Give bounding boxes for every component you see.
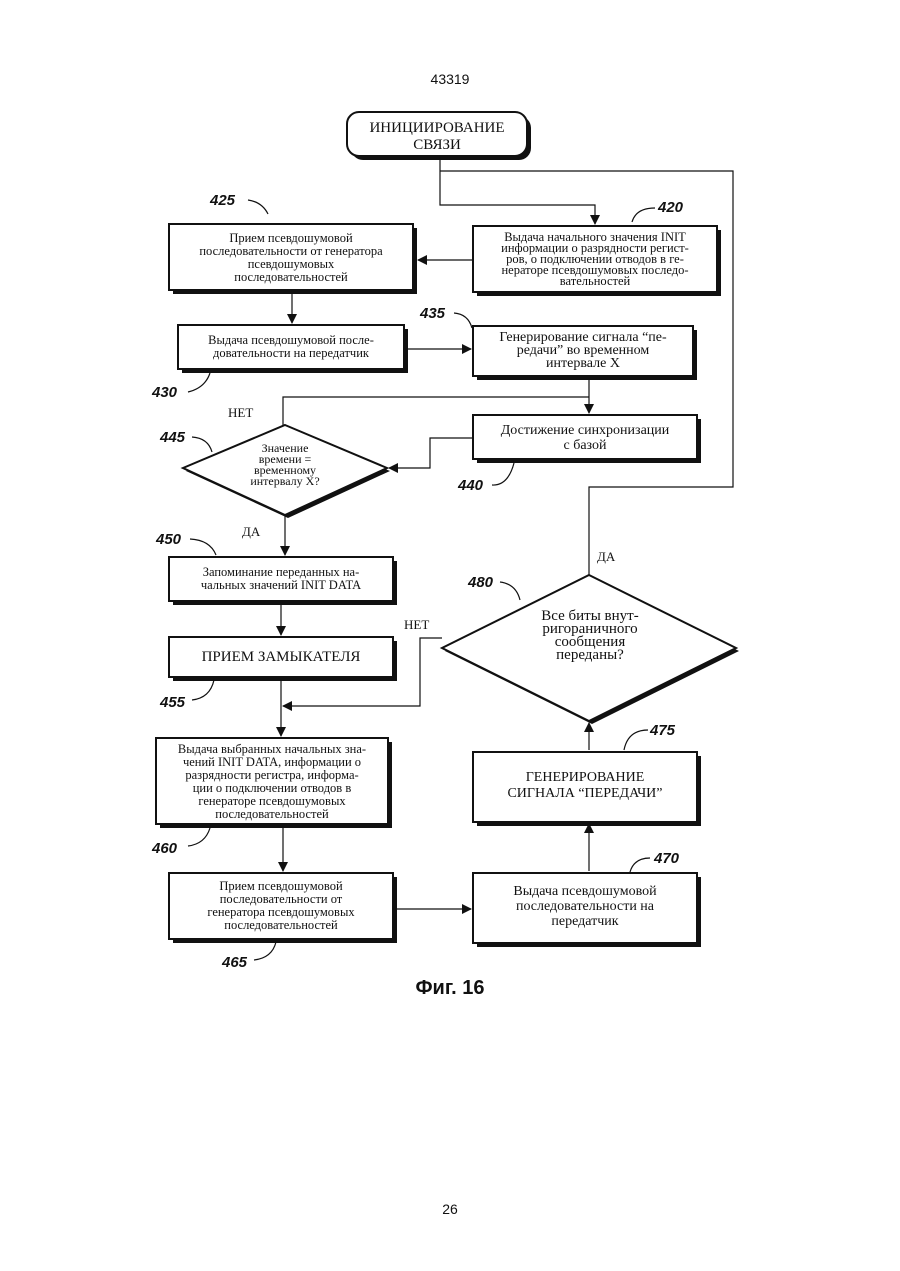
decision-445-text: Значениевремени =временномуинтервалу X? xyxy=(215,443,355,487)
box-475-text: ГЕНЕРИРОВАНИЕСИГНАЛА “ПЕРЕДАЧИ” xyxy=(473,770,697,802)
leader-425 xyxy=(248,200,268,214)
leader-450 xyxy=(190,539,216,555)
box-430-text: Выдача псевдошумовой после-довательности… xyxy=(178,334,404,360)
leader-455 xyxy=(192,680,214,700)
box-420-text: Выдача начального значения INITинформаци… xyxy=(473,232,717,287)
leader-420 xyxy=(632,208,655,222)
box-460-text: Выдача выбранных начальных зна-чений INI… xyxy=(156,743,388,821)
ref-450: 450 xyxy=(156,531,181,548)
ref-430: 430 xyxy=(152,384,177,401)
ref-435: 435 xyxy=(420,305,445,322)
label-480-yes: ДА xyxy=(597,549,615,565)
label-445-yes: ДА xyxy=(242,524,260,540)
box-465-text: Прием псевдошумовойпоследовательности от… xyxy=(169,880,393,932)
leader-475 xyxy=(624,730,648,750)
label-480-no: НЕТ xyxy=(404,617,429,633)
ref-465: 465 xyxy=(222,954,247,971)
label-445-no: НЕТ xyxy=(228,405,253,421)
decision-480-text: Все биты внут-ригораничногосообщенияпере… xyxy=(510,610,670,662)
box-435-text: Генерирование сигнала “пе-редачи” во вре… xyxy=(473,331,693,370)
box-455-text: ПРИЕМ ЗАМЫКАТЕЛЯ xyxy=(169,650,393,665)
start-label: ИНИЦИИРОВАНИЕСВЯЗИ xyxy=(347,120,527,154)
leader-440 xyxy=(492,463,514,485)
edge-440-445 xyxy=(389,438,472,468)
box-425-text: Прием псевдошумовойпоследовательности от… xyxy=(169,232,413,284)
ref-475: 475 xyxy=(650,722,675,739)
leader-470 xyxy=(630,858,650,872)
ref-480: 480 xyxy=(468,574,493,591)
ref-445: 445 xyxy=(160,429,185,446)
box-470-text: Выдача псевдошумовойпоследовательности н… xyxy=(473,884,697,929)
leader-435 xyxy=(454,313,472,328)
edge-start-420 xyxy=(440,157,595,224)
box-440-text: Достижение синхронизациис базой xyxy=(473,423,697,453)
box-450-text: Запоминание переданных на-чальных значен… xyxy=(169,566,393,592)
ref-460: 460 xyxy=(152,840,177,857)
leader-445 xyxy=(192,437,212,452)
ref-425: 425 xyxy=(210,192,235,209)
leader-465 xyxy=(254,942,276,960)
ref-440: 440 xyxy=(458,477,483,494)
ref-470: 470 xyxy=(654,850,679,867)
ref-455: 455 xyxy=(160,694,185,711)
leader-430 xyxy=(188,373,210,392)
leader-460 xyxy=(188,828,210,846)
ref-420: 420 xyxy=(658,199,683,216)
leader-480 xyxy=(500,582,520,600)
